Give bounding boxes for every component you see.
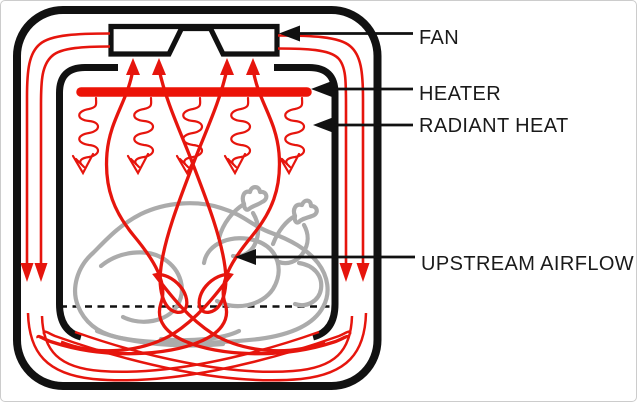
inner-wall-right: [274, 64, 339, 341]
up-arrowhead: [246, 58, 260, 75]
radiant-heat-arrowhead: [313, 117, 334, 133]
oven-outer-wall: [13, 6, 382, 390]
heater-arrowhead: [311, 81, 332, 97]
side-airflow-left: [20, 32, 111, 282]
up-arrowhead: [126, 58, 140, 75]
heater-label: HEATER: [419, 83, 502, 105]
down-arrowhead: [339, 263, 353, 282]
up-arrowhead: [220, 58, 234, 75]
radiant-coil: [126, 96, 155, 175]
radiant-coil: [223, 96, 252, 175]
upstream-airflow-label: UPSTREAM AIRFLOW: [421, 253, 635, 275]
down-arrowhead: [20, 263, 34, 282]
radiant-coil: [71, 96, 100, 175]
upstream-arrowhead: [235, 249, 256, 265]
radiant-coil: [277, 96, 306, 175]
side-airflow-right: [277, 34, 370, 282]
label-leaders: [235, 25, 415, 265]
radiant-heat-label: RADIANT HEAT: [419, 115, 569, 137]
fan-arrowhead: [279, 25, 300, 42]
up-arrowhead: [152, 58, 166, 75]
inner-wall-left: [56, 64, 118, 341]
fan-label: FAN: [419, 27, 460, 49]
fan-blades: [108, 23, 280, 57]
down-arrowhead: [356, 263, 370, 282]
roast-chicken-outline: [73, 185, 330, 348]
down-arrowhead: [34, 263, 48, 282]
upstream-airflow-curves: [36, 58, 350, 356]
